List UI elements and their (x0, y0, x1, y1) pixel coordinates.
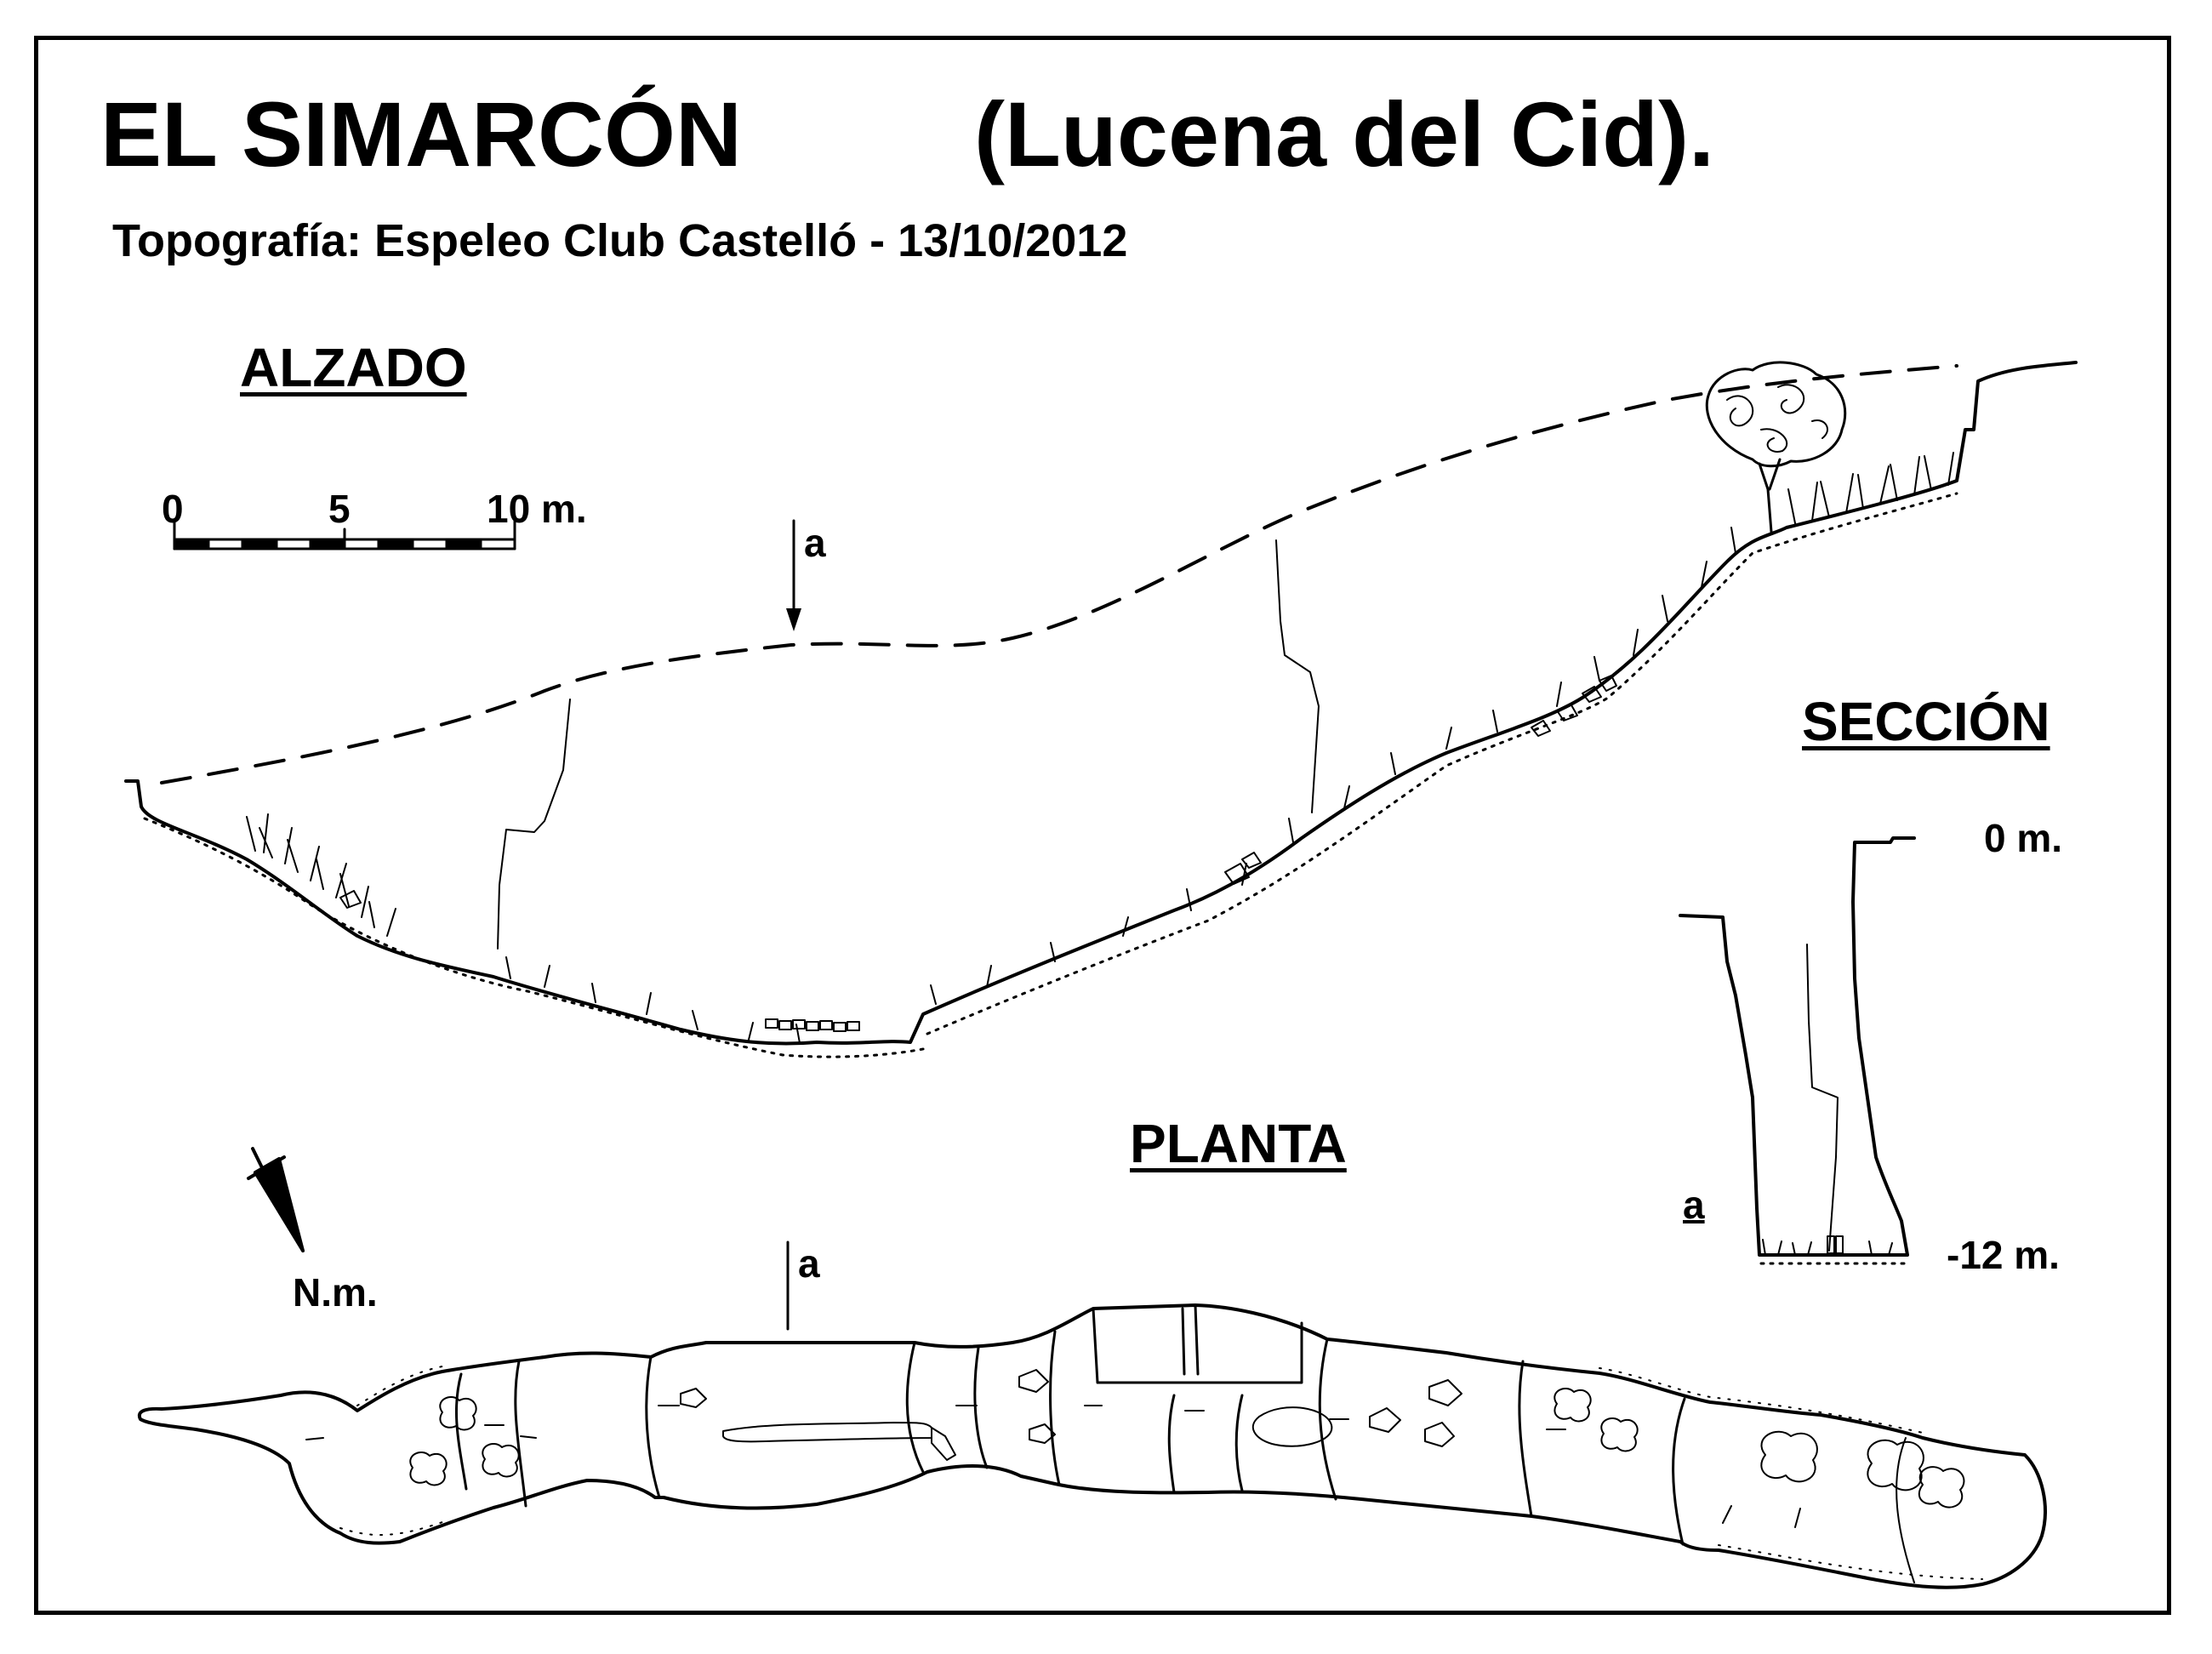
plan-cut-label: a (798, 1241, 820, 1286)
plan-view (137, 1240, 2047, 1589)
section-heading: SECCIÓN (1802, 691, 2050, 752)
elevation-profile (124, 361, 2078, 1058)
north-arrow-icon (247, 1147, 305, 1252)
elevation-cut-label: a (804, 521, 826, 565)
elevation-heading: ALZADO (240, 337, 467, 398)
scale-bar (173, 519, 516, 550)
survey-credit: Topografía: Espeleo Club Castelló - 13/1… (112, 215, 1128, 266)
cave-location: (Lucena del Cid). (974, 83, 1715, 185)
cross-section (1679, 836, 1916, 1265)
section-cut-label: a (1683, 1183, 1705, 1227)
depth-label-bottom: -12 m. (1947, 1233, 2060, 1277)
map-frame (34, 36, 2171, 1615)
boulders (409, 1369, 1965, 1509)
scale-label-5: 5 (328, 487, 351, 531)
rubble-blocks (339, 675, 1617, 1032)
cave-name: EL SIMARCÓN (100, 83, 743, 185)
flow-arrows (305, 1405, 1801, 1528)
depth-label-top: 0 m. (1984, 816, 2063, 860)
scale-label-10: 10 m. (487, 487, 587, 531)
north-label: N.m. (293, 1270, 378, 1315)
scale-label-0: 0 (162, 487, 184, 531)
plan-heading: PLANTA (1130, 1113, 1347, 1174)
vegetation (246, 452, 1954, 1044)
tree-icon (1705, 361, 1847, 533)
